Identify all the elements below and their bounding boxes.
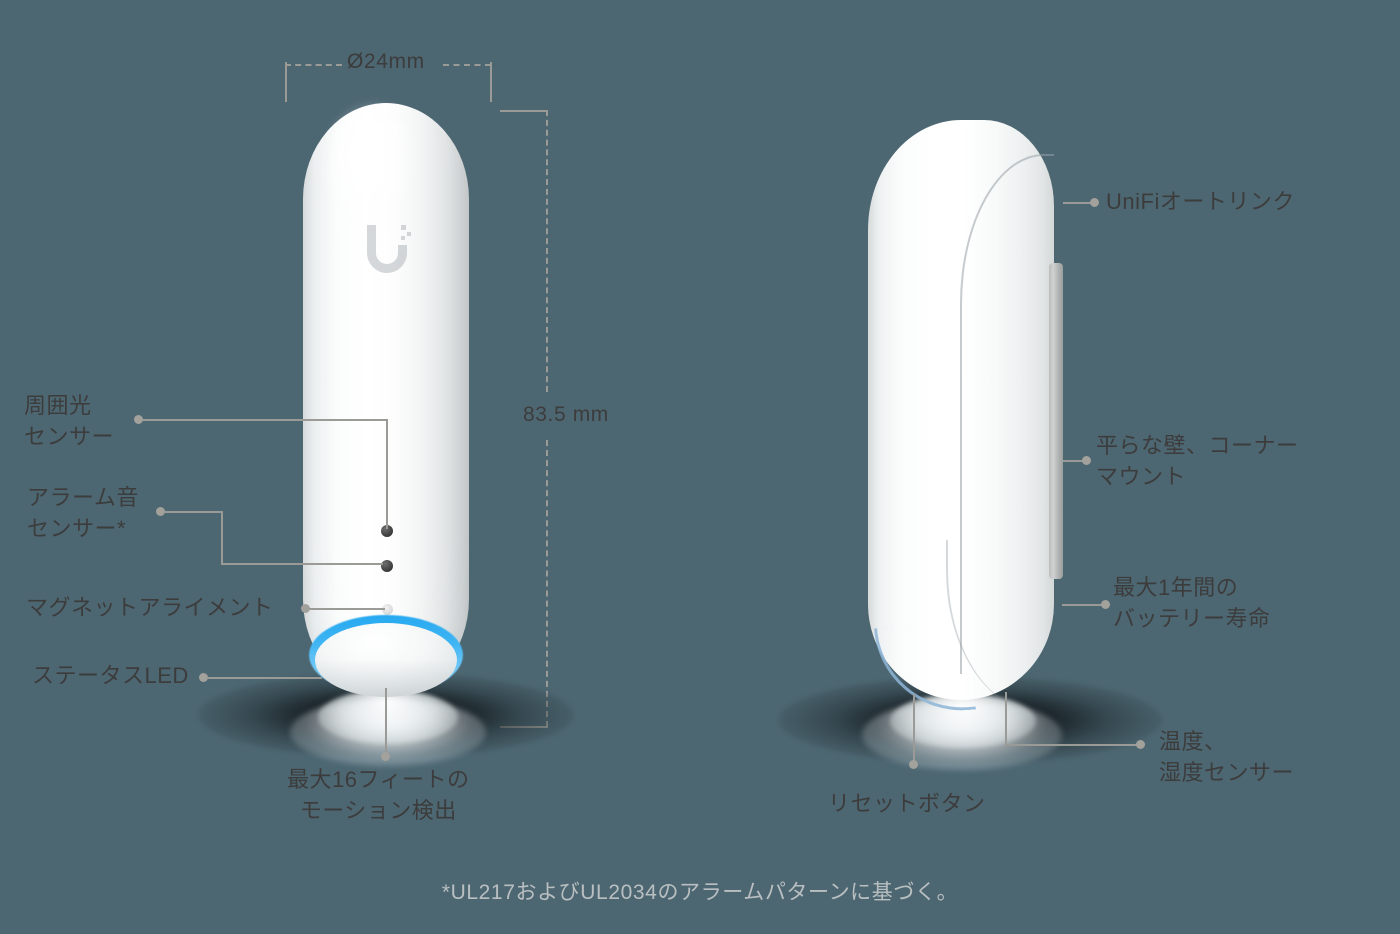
front-reflection [318,690,458,744]
label-ambient-light-sensor: 周囲光 センサー [24,393,115,449]
temp-humidity-leader-h [1005,744,1139,746]
label-alarm-sound-sensor: アラーム音 センサー* [27,485,139,541]
alarm-sound-leader-v [221,511,223,565]
status-led-leader-h [207,677,322,679]
wall-mount-rail [1049,263,1063,579]
mount-leader-dot [1082,456,1091,465]
diameter-dash-right [443,64,491,66]
height-dimension-label: 83.5 mm [523,403,609,426]
alarm-sound-sensor-dot [381,560,393,572]
label-motion-detection: 最大16フィートの モーション検出 [287,767,470,823]
magnet-alignment-leader-dot [301,604,310,613]
diameter-tick-right [490,62,492,102]
unifi-link-leader-dot [1090,198,1099,207]
label-flat-wall-corner-mount: 平らな壁、コーナー マウント [1096,433,1299,489]
ambient-light-sensor-dot [381,525,393,537]
alarm-sound-leader-h1 [164,511,222,513]
label-temp-humidity-sensor: 温度、 湿度センサー [1159,729,1295,785]
magnet-alignment-dot [382,604,393,615]
diameter-tick-left [285,62,287,102]
label-status-led: ステータスLED [32,663,189,688]
front-device-highlight [326,108,423,240]
footnote-text: *UL217およびUL2034のアラームパターンに基づく。 [441,881,959,904]
ambient-light-leader-v [386,419,388,529]
mount-leader-h [1063,460,1085,462]
alarm-sound-leader-h2 [221,563,383,565]
motion-detection-leader-dot [381,752,390,761]
battery-leader-dot [1101,600,1110,609]
motion-detection-leader-v [385,688,387,756]
height-tick-top [500,110,548,112]
battery-leader-h [1062,604,1104,606]
status-led-leader-dot [199,673,208,682]
label-magnet-alignment: マグネットアライメント [26,595,274,620]
unifi-link-leader-h [1063,202,1093,204]
temp-humidity-leader-dot [1136,740,1145,749]
ambient-light-leader-h [142,419,387,421]
label-battery-life: 最大1年間の バッテリー寿命 [1113,575,1271,631]
reset-button-leader-v [913,694,915,764]
alarm-sound-leader-dot [156,507,165,516]
ubiquiti-u-logo [367,225,411,273]
front-bottom-cap [315,623,457,697]
reset-button-leader-dot [909,760,918,769]
label-reset-button: リセットボタン [828,791,986,816]
label-unifi-auto-link: UniFiオートリンク [1106,189,1295,214]
ambient-light-leader-dot [134,415,143,424]
magnet-alignment-leader-h [309,608,385,610]
height-dash-lower [546,440,548,727]
side-view-device [868,120,1064,717]
diameter-dash-left [285,64,342,66]
height-dash-upper [546,110,548,392]
front-view-device [303,103,469,697]
diameter-dimension-label: Ø24mm [347,50,425,73]
temp-humidity-leader-v [1005,692,1007,746]
